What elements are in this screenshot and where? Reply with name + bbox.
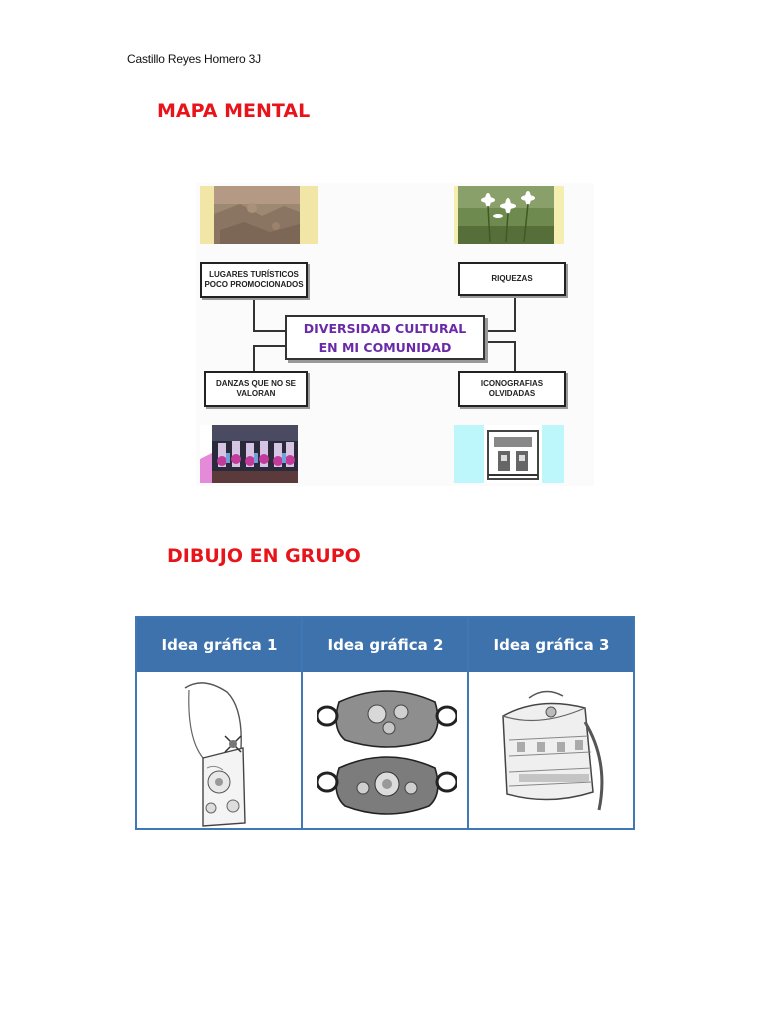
node-text: RIQUEZAS (491, 274, 532, 284)
column-divider (467, 618, 469, 828)
node-riches: RIQUEZAS (458, 262, 566, 296)
node-text: OLVIDADAS (481, 389, 543, 399)
connector-line (253, 330, 287, 332)
idea-3-drawing (489, 682, 619, 828)
flowers-photo (454, 186, 564, 244)
author-name: Castillo Reyes Homero 3J (127, 52, 261, 66)
column-divider (301, 618, 303, 828)
ideas-table: Idea gráfica 1 Idea gráfica 2 Idea gráfi… (135, 616, 635, 830)
node-center: DIVERSIDAD CULTURAL EN MI COMUNIDAD (285, 315, 485, 360)
connector-line (253, 345, 287, 347)
center-text: DIVERSIDAD CULTURAL (287, 319, 483, 338)
connector-line (483, 341, 516, 343)
node-text: LUGARES TURÍSTICOS (204, 270, 303, 280)
connector-line (483, 330, 516, 332)
connector-line (253, 295, 255, 331)
header-idea-3: Idea gráfica 3 (469, 618, 634, 672)
header-idea-1: Idea gráfica 1 (137, 618, 302, 672)
connector-line (514, 295, 516, 331)
iconography-photo (454, 425, 564, 483)
node-text: ICONOGRAFIAS (481, 379, 543, 389)
node-text: VALORAN (216, 389, 296, 399)
header-idea-2: Idea gráfica 2 (303, 618, 468, 672)
table-header: Idea gráfica 1 Idea gráfica 2 Idea gráfi… (137, 618, 633, 672)
node-text: POCO PROMOCIONADOS (204, 280, 303, 290)
mind-map-title: MAPA MENTAL (157, 100, 310, 122)
connector-line (514, 341, 516, 375)
center-text: EN MI COMUNIDAD (287, 338, 483, 357)
idea-2-drawing (317, 684, 457, 826)
node-text: DANZAS QUE NO SE (216, 379, 296, 389)
dancers-photo (200, 425, 298, 483)
group-drawing-title: DIBUJO EN GRUPO (167, 545, 361, 567)
idea-1-drawing (163, 678, 273, 828)
tourist-place-photo (200, 186, 318, 244)
